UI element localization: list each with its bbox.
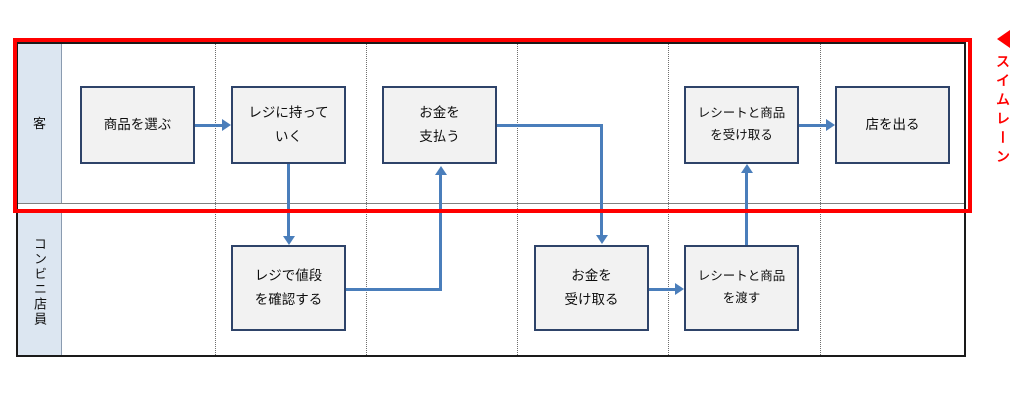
arrowhead-select-to-register bbox=[222, 119, 231, 131]
box-text-pay-money-line1: お金を bbox=[419, 105, 460, 121]
connector-checkprice-to-pay-vertical bbox=[439, 175, 442, 291]
box-text-take-to-register-line2: いく bbox=[275, 129, 302, 144]
box-text-pay-money-line2: 支払う bbox=[419, 129, 460, 144]
lane-header-customer: 客 bbox=[18, 44, 62, 203]
lane-header-clerk: コンビニ店員 bbox=[18, 209, 62, 355]
arrowhead-receivegoods-to-leave bbox=[826, 119, 835, 131]
connector-select-to-register bbox=[195, 124, 222, 127]
process-box-receive-money[interactable]: お金を 受け取る bbox=[534, 245, 649, 331]
box-text-check-price-line2: を確認する bbox=[254, 292, 323, 307]
box-text-receive-receipt-goods-line2: を受け取る bbox=[710, 128, 773, 142]
swimlane-callout: スイムレーン bbox=[986, 30, 1020, 168]
process-box-select-product[interactable]: 商品を選ぶ bbox=[80, 86, 195, 164]
lane-label-customer: 客 bbox=[32, 116, 46, 131]
box-text-hand-receipt-goods-line1: レシートと商品 bbox=[697, 269, 786, 284]
process-box-receive-receipt-goods[interactable]: レシートと商品 を受け取る bbox=[684, 86, 799, 164]
swimlane-clerk: コンビニ店員 レジで値段 を確認する お金を 受け取る レシートと商品 を渡す bbox=[18, 209, 964, 355]
connector-receive-to-hand bbox=[649, 288, 675, 291]
box-text-receive-money-line2: 受け取る bbox=[564, 292, 619, 307]
process-box-leave-store[interactable]: 店を出る bbox=[835, 86, 950, 164]
box-text-check-price-line1: レジで値段 bbox=[254, 268, 323, 284]
connector-pay-to-receive-vertical bbox=[600, 124, 603, 235]
box-text-receive-receipt-goods-line1: レシートと商品 bbox=[697, 106, 786, 121]
process-box-pay-money[interactable]: お金を 支払う bbox=[382, 86, 497, 164]
connector-hand-to-receive-goods bbox=[745, 173, 748, 245]
process-box-hand-receipt-goods[interactable]: レシートと商品 を渡す bbox=[684, 245, 799, 331]
box-text-take-to-register-line1: レジに持って bbox=[248, 105, 329, 121]
column-separator-2 bbox=[366, 44, 367, 355]
arrowhead-receive-to-hand bbox=[675, 283, 684, 295]
arrowhead-checkprice-to-pay bbox=[435, 166, 447, 175]
column-separator-5 bbox=[820, 44, 821, 355]
arrowhead-register-to-checkprice bbox=[283, 236, 295, 245]
box-text-leave-store: 店を出る bbox=[865, 117, 920, 133]
callout-label: スイムレーン bbox=[995, 54, 1011, 168]
column-separator-3 bbox=[517, 44, 518, 355]
arrowhead-pay-to-receive bbox=[596, 235, 608, 244]
column-separator-1 bbox=[215, 44, 216, 355]
swimlane-customer: 客 商品を選ぶ レジに持って いく お金を 支払う レシートと商品 を受け取る … bbox=[18, 44, 964, 204]
arrowhead-hand-to-receive-goods bbox=[741, 164, 753, 173]
box-text-receive-money-line1: お金を bbox=[571, 268, 612, 284]
connector-pay-to-receive-horizontal bbox=[497, 124, 603, 127]
lane-label-clerk: コンビニ店員 bbox=[32, 237, 47, 327]
process-box-check-price[interactable]: レジで値段 を確認する bbox=[231, 245, 346, 331]
swimlane-diagram: 客 商品を選ぶ レジに持って いく お金を 支払う レシートと商品 を受け取る … bbox=[16, 42, 966, 357]
column-separator-4 bbox=[668, 44, 669, 355]
connector-checkprice-to-pay-horizontal bbox=[346, 288, 442, 291]
box-text-select-product: 商品を選ぶ bbox=[103, 117, 172, 133]
left-triangle-marker-icon bbox=[996, 30, 1010, 48]
box-text-hand-receipt-goods-line2: を渡す bbox=[722, 291, 761, 305]
connector-register-to-checkprice bbox=[287, 164, 290, 236]
connector-receivegoods-to-leave bbox=[799, 124, 826, 127]
process-box-take-to-register[interactable]: レジに持って いく bbox=[231, 86, 346, 164]
